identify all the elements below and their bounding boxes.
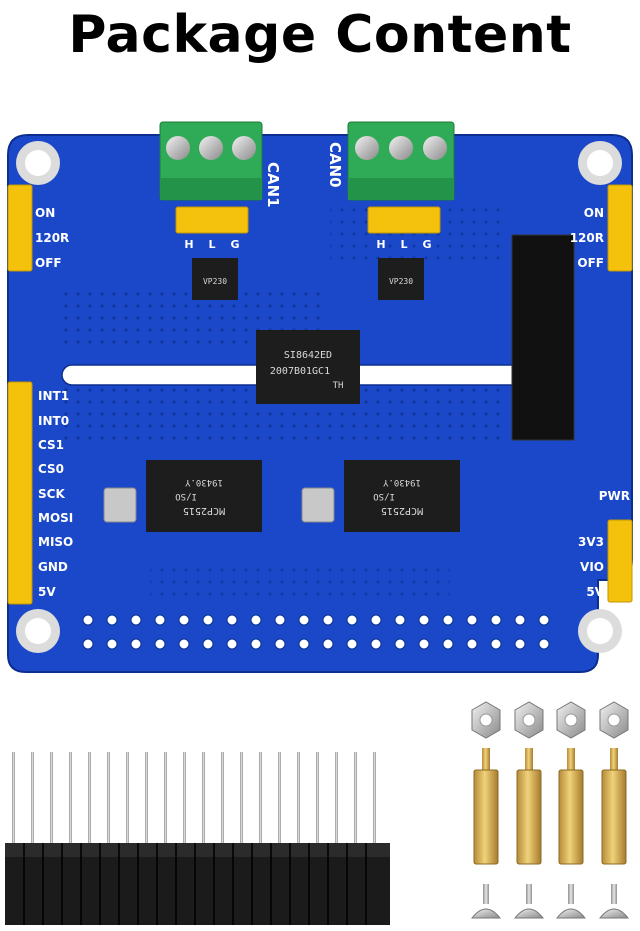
can0-pin-h: H xyxy=(376,238,385,251)
right-jumper-label-off: OFF xyxy=(577,256,604,270)
can0-pin-g: G xyxy=(422,238,431,251)
spi-label-mosi: MOSI xyxy=(38,511,73,525)
svg-text:MCP2515: MCP2515 xyxy=(183,505,225,516)
hex-nuts xyxy=(471,701,629,739)
left-termination-jumper xyxy=(7,184,33,272)
power-label-pwr: PWR xyxy=(599,489,630,503)
spi-label-gnd: GND xyxy=(38,560,68,574)
can1-pin-header xyxy=(175,206,249,234)
svg-text:MCP2515: MCP2515 xyxy=(381,505,423,516)
can1-pin-g: G xyxy=(230,238,239,251)
svg-text:2007B01GC1: 2007B01GC1 xyxy=(270,366,330,377)
isolator-chip: SI8642ED 2007B01GC1 TH xyxy=(256,330,360,404)
can1-pin-l: L xyxy=(208,238,215,251)
svg-text:VP230: VP230 xyxy=(389,277,413,286)
spi-label-int1: INT1 xyxy=(38,389,69,403)
left-jumper-label-on: ON xyxy=(35,206,55,220)
can1-pin-h: H xyxy=(184,238,193,251)
spi-label-cs1: CS1 xyxy=(38,438,64,452)
power-jumper xyxy=(607,519,633,603)
power-label-3v3: 3V3 xyxy=(578,535,604,549)
can1-label: CAN1 xyxy=(264,162,282,208)
svg-text:SI8642ED: SI8642ED xyxy=(284,350,332,361)
spi-label-cs0: CS0 xyxy=(38,462,64,476)
right-jumper-label-on: ON xyxy=(584,206,604,220)
right-termination-jumper xyxy=(607,184,633,272)
spi-label-sck: SCK xyxy=(38,487,65,501)
screws xyxy=(470,884,630,919)
can-controller-chip-2: MCP2515 I/SO 19430.Y xyxy=(344,460,460,532)
spi-pin-header xyxy=(7,381,33,605)
power-label-vio: VIO xyxy=(580,560,604,574)
mounting-hole xyxy=(578,609,622,653)
page-title: Package Content xyxy=(68,5,572,65)
can-hat-board: VP230 VP230 SI8642ED 2007B01GC1 TH MCP25… xyxy=(7,121,633,673)
svg-text:I/SO: I/SO xyxy=(175,491,197,501)
transceiver-chip-2: VP230 xyxy=(378,258,424,300)
pin-header-accessory xyxy=(5,752,390,925)
crystal-oscillator xyxy=(301,487,335,523)
mounting-hole xyxy=(16,609,60,653)
spi-label-miso: MISO xyxy=(38,535,73,549)
gpio-header-holes xyxy=(82,614,550,650)
svg-text:19430.Y: 19430.Y xyxy=(184,477,223,487)
svg-text:I/SO: I/SO xyxy=(373,491,395,501)
spi-label-5v: 5V xyxy=(38,585,56,599)
mounting-hole xyxy=(578,141,622,185)
brass-standoffs xyxy=(473,748,627,865)
left-jumper-label-120r: 120R xyxy=(35,231,69,245)
crystal-oscillator xyxy=(103,487,137,523)
can0-label: CAN0 xyxy=(326,142,344,188)
right-jumper-label-120r: 120R xyxy=(570,231,604,245)
can0-pin-l: L xyxy=(400,238,407,251)
can1-terminal-block xyxy=(159,121,263,201)
power-label-5v: 5V xyxy=(586,585,604,599)
svg-text:VP230: VP230 xyxy=(203,277,227,286)
svg-text:TH: TH xyxy=(333,381,344,391)
transceiver-chip-1: VP230 xyxy=(192,258,238,300)
can0-pin-header xyxy=(367,206,441,234)
left-jumper-label-off: OFF xyxy=(35,256,62,270)
mounting-hole xyxy=(16,141,60,185)
can0-terminal-block xyxy=(347,121,455,201)
spi-label-int0: INT0 xyxy=(38,414,69,428)
can-controller-chip-1: MCP2515 I/SO 19430.Y xyxy=(146,460,262,532)
svg-text:19430.Y: 19430.Y xyxy=(382,477,421,487)
